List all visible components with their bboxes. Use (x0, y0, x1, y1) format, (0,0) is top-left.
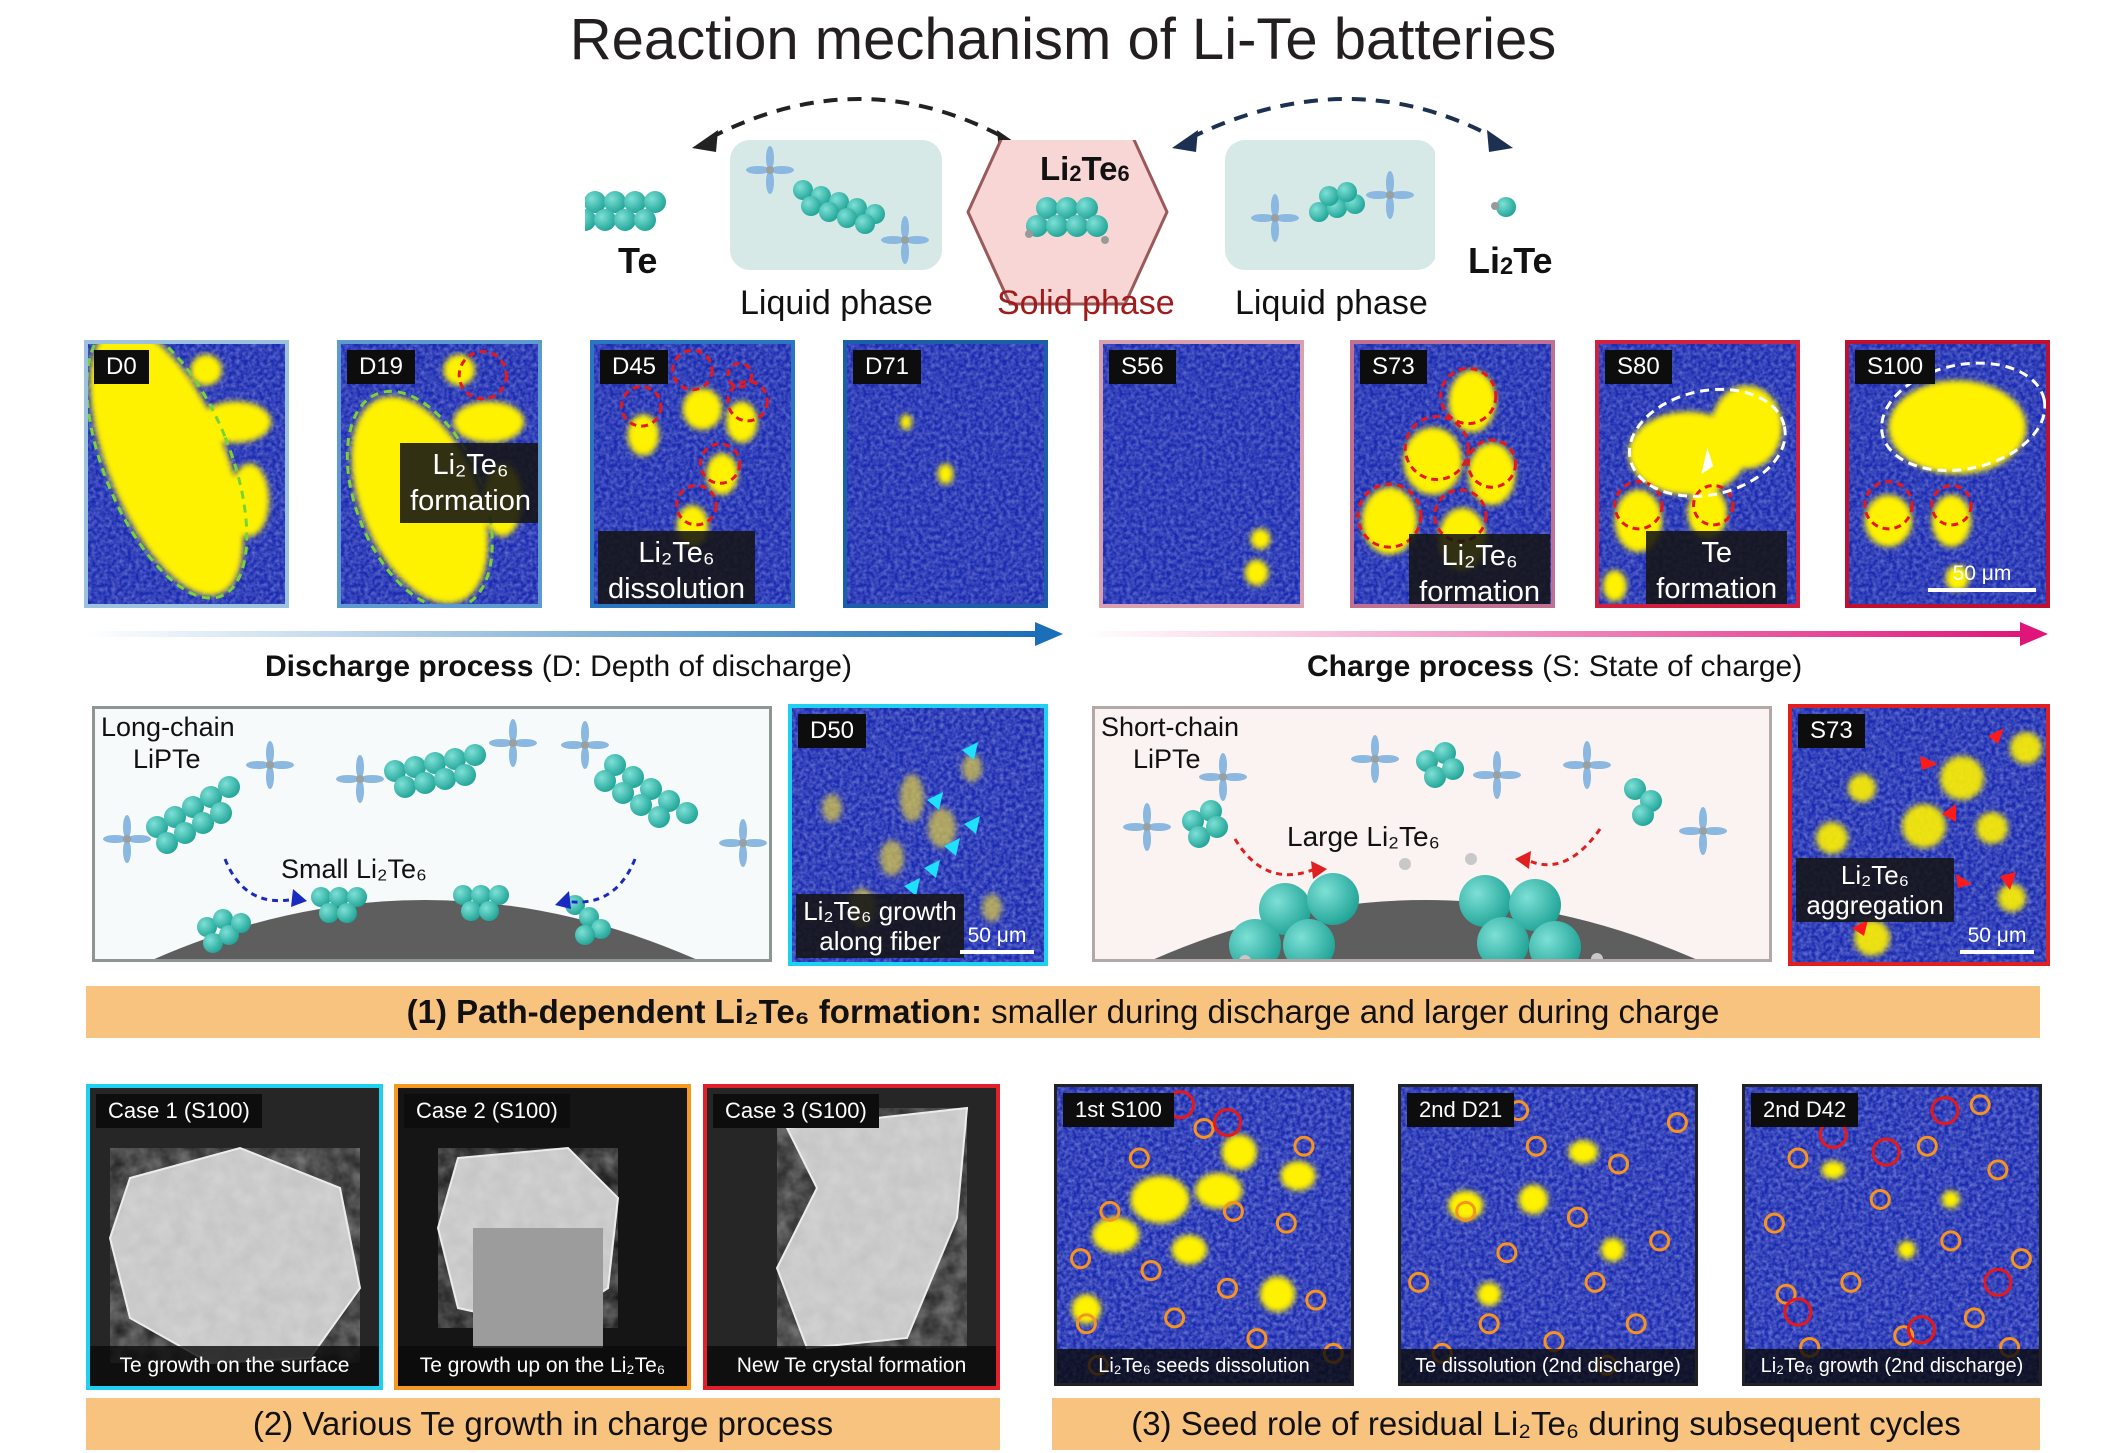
discharge-process-label: Discharge process (D: Depth of discharge… (265, 650, 852, 683)
map-panel-d0: D0 (84, 340, 289, 608)
liquid-phase-left: Liquid phase (740, 284, 933, 322)
map-tag: S80 (1605, 350, 1672, 384)
seed-map-caption: Li₂Te₆ growth (2nd discharge) (1745, 1349, 2039, 1383)
map-panel-s56: S56 (1099, 340, 1304, 608)
discharge-arrow (85, 622, 1063, 646)
d50-tag: D50 (798, 714, 867, 748)
li2te-label: Li2Te (1468, 240, 1553, 281)
lipte-label: LiPTe (133, 744, 201, 774)
banner-path-dependent: (1) Path-dependent Li₂Te₆ formation: sma… (86, 986, 2040, 1038)
sem-tag: Case 3 (S100) (713, 1094, 879, 1128)
small-li2te6-label: Small Li₂Te₆ (281, 854, 427, 884)
map-panel-s100: S100 50 μm (1845, 340, 2050, 608)
sem-caption: Te growth on the surface (90, 1346, 379, 1386)
te-label: Te (618, 240, 658, 281)
seed-map-tag: 2nd D21 (1407, 1093, 1515, 1127)
s73b-tag: S73 (1798, 714, 1865, 748)
map-tag: D19 (347, 350, 416, 384)
map-image-s56 (1103, 344, 1300, 604)
li2te6-label: Li2Te6 (1040, 150, 1130, 187)
li2te-icon (1491, 197, 1516, 217)
sem-caption: New Te crystal formation (707, 1346, 996, 1386)
lipte-label-right: LiPTe (1133, 744, 1201, 774)
te-cluster-icon (585, 191, 666, 231)
sem-caption: Te growth up on the Li₂Te₆ (398, 1346, 687, 1386)
banner-te-growth: (2) Various Te growth in charge process (86, 1398, 1000, 1450)
map-tag: D0 (94, 350, 149, 384)
map-image-d0 (88, 344, 285, 604)
sem-image-3 (707, 1088, 996, 1386)
sem-panel-case-1: Case 1 (S100) Te growth on the surface (86, 1084, 383, 1390)
map-tag: D71 (853, 350, 922, 384)
s73b-scale-bar: 50 μm (1960, 924, 2034, 954)
discharge-schematic: Long-chain LiPTe Small Li₂Te₆ (92, 706, 772, 962)
map-image-s100 (1849, 344, 2046, 604)
seed-map-tag: 2nd D42 (1751, 1093, 1859, 1127)
seed-map-caption: Te dissolution (2nd discharge) (1401, 1349, 1695, 1383)
seed-map-image-2 (1401, 1087, 1695, 1383)
charge-schematic: Short-chain LiPTe Large Li₂Te₆ (1092, 706, 1772, 962)
charge-arrow (1085, 622, 2048, 646)
mechanism-molecules (585, 140, 1435, 306)
sem-panel-case-3: Case 3 (S100) New Te crystal formation (703, 1084, 1000, 1390)
map-image-d71 (847, 344, 1044, 604)
scale-bar: 50 μm (1928, 562, 2036, 592)
sem-image-1 (90, 1088, 379, 1386)
seed-map-image-3 (1745, 1087, 2039, 1383)
short-chain-label: Short-chain (1101, 712, 1240, 742)
map-tag: S56 (1109, 350, 1176, 384)
map-tag: S100 (1855, 350, 1936, 384)
map-tag: D45 (600, 350, 669, 384)
charge-process-label: Charge process (S: State of charge) (1307, 650, 1803, 683)
map-panel-d71: D71 (843, 340, 1048, 608)
sem-tag: Case 1 (S100) (96, 1094, 262, 1128)
long-chain-label: Long-chain (101, 712, 235, 742)
d50-scale-bar: 50 μm (960, 924, 1034, 954)
banner-seed-role: (3) Seed role of residual Li₂Te₆ during … (1052, 1398, 2040, 1450)
solid-phase-label: Solid phase (997, 284, 1175, 322)
sem-image-2 (398, 1088, 687, 1386)
seed-map-image-1 (1057, 1087, 1351, 1383)
sem-tag: Case 2 (S100) (404, 1094, 570, 1128)
discharge-schematic-drawing (103, 719, 767, 959)
map-tag: S73 (1360, 350, 1427, 384)
figure-title: Reaction mechanism of Li-Te batteries (569, 7, 1557, 72)
charge-schematic-drawing (1123, 735, 1727, 959)
seed-map-panel-2: 2nd D21 Te dissolution (2nd discharge) (1398, 1084, 1698, 1386)
sem-panel-case-2: Case 2 (S100) Te growth up on the Li₂Te₆ (394, 1084, 691, 1390)
seed-map-tag: 1st S100 (1063, 1093, 1174, 1127)
liquid-phase-right: Liquid phase (1235, 284, 1428, 322)
seed-map-caption: Li₂Te₆ seeds dissolution (1057, 1349, 1351, 1383)
large-li2te6-label: Large Li₂Te₆ (1287, 821, 1440, 852)
